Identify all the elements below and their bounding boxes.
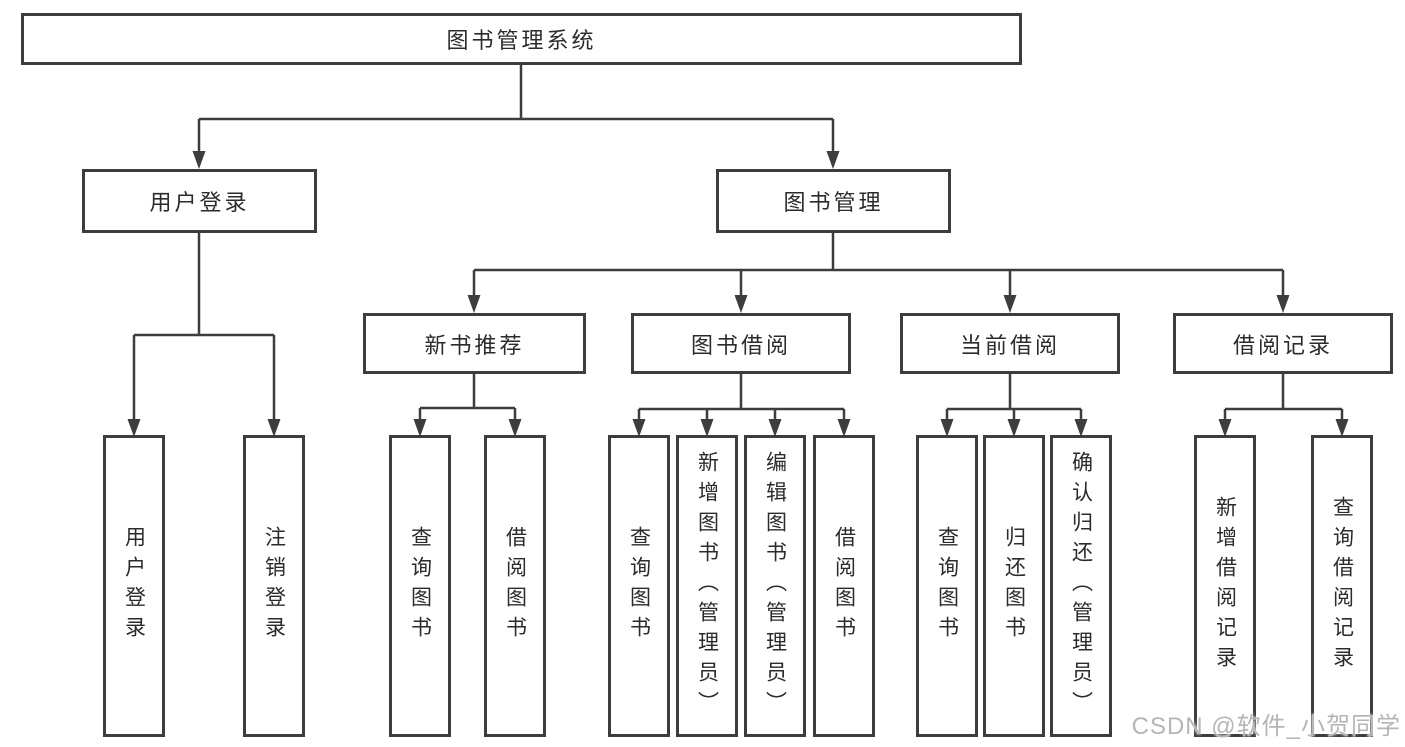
connector-shafts xyxy=(132,65,1344,421)
leaf-current-query-books-label: 查询图书 xyxy=(935,526,959,646)
leaf-confirm-return-admin: 确认归还（管理员） xyxy=(1050,435,1112,737)
leaf-confirm-return-admin-label: 确认归还（管理员） xyxy=(1069,451,1093,721)
leaf-query-borrow-record: 查询借阅记录 xyxy=(1311,435,1373,737)
leaf-return-books-label: 归还图书 xyxy=(1002,526,1026,646)
node-new-book-recommendation: 新书推荐 xyxy=(363,313,586,374)
arrowheads xyxy=(127,151,1349,437)
leaf-add-books-admin-label: 新增图书（管理员） xyxy=(695,451,719,721)
leaf-logout-label: 注销登录 xyxy=(262,526,286,646)
leaf-add-borrow-record-label: 新增借阅记录 xyxy=(1213,496,1237,676)
leaf-newbook-borrow-books: 借阅图书 xyxy=(484,435,546,737)
node-borrowing-records: 借阅记录 xyxy=(1173,313,1393,374)
leaf-newbook-borrow-books-label: 借阅图书 xyxy=(503,526,527,646)
leaf-query-borrow-record-label: 查询借阅记录 xyxy=(1330,496,1354,676)
leaf-user-login-label: 用户登录 xyxy=(122,526,146,646)
leaf-newbook-query-books-label: 查询图书 xyxy=(408,526,432,646)
leaf-edit-books-admin: 编辑图书（管理员） xyxy=(744,435,806,737)
watermark: CSDN @软件_小贺同学 xyxy=(1131,713,1401,740)
node-current-borrowing: 当前借阅 xyxy=(900,313,1120,374)
node-book-management: 图书管理 xyxy=(716,169,951,233)
leaf-edit-books-admin-label: 编辑图书（管理员） xyxy=(763,451,787,721)
leaf-borrowing-borrow-books: 借阅图书 xyxy=(813,435,875,737)
leaf-add-borrow-record: 新增借阅记录 xyxy=(1194,435,1256,737)
leaf-user-login: 用户登录 xyxy=(103,435,165,737)
node-user-login: 用户登录 xyxy=(82,169,317,233)
leaf-borrowing-borrow-books-label: 借阅图书 xyxy=(832,526,856,646)
leaf-borrowing-query-books: 查询图书 xyxy=(608,435,670,737)
node-book-borrowing: 图书借阅 xyxy=(631,313,851,374)
leaf-add-books-admin: 新增图书（管理员） xyxy=(676,435,738,737)
leaf-newbook-query-books: 查询图书 xyxy=(389,435,451,737)
leaf-logout: 注销登录 xyxy=(243,435,305,737)
node-library-management-system: 图书管理系统 xyxy=(21,13,1022,65)
leaf-return-books: 归还图书 xyxy=(983,435,1045,737)
leaf-current-query-books: 查询图书 xyxy=(916,435,978,737)
leaf-borrowing-query-books-label: 查询图书 xyxy=(627,526,651,646)
